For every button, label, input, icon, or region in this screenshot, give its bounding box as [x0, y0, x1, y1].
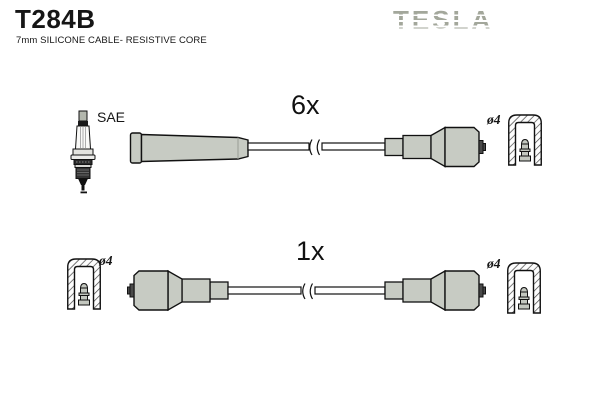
bottom-right-diameter-label: ø4: [487, 256, 501, 271]
bottom-cable-assembly: [67, 258, 541, 314]
top-right-diameter-label: ø4: [487, 112, 501, 127]
cable-break-marks: [302, 283, 314, 300]
boot-cross-section-icon: [67, 258, 101, 310]
left-end-connector: [126, 270, 229, 311]
cable-left-segment: [227, 286, 302, 295]
cable-right-segment: [314, 286, 386, 295]
spark-plug-icon: [70, 110, 96, 194]
boot-cross-section-icon: [507, 262, 541, 314]
boot-cross-section-icon: [508, 114, 542, 166]
bottom-left-diameter-label: ø4: [99, 253, 113, 268]
right-end-connector: [384, 270, 487, 311]
part-number: T284B: [15, 4, 96, 34]
cable-left-segment: [247, 142, 310, 151]
coil-end-connector: [384, 126, 487, 168]
cable-break-marks: [309, 139, 321, 156]
plug-boot-end-cap: [129, 132, 143, 164]
cable-right-segment: [321, 142, 386, 151]
bottom-quantity-label: 1x: [296, 236, 325, 266]
sae-label: SAE: [97, 109, 126, 125]
top-cable-assembly: [129, 114, 542, 168]
plug-boot-barrel: [140, 133, 249, 163]
top-quantity-label: 6x: [291, 90, 320, 120]
subtitle: 7mm SILICONE CABLE- RESISTIVE CORE: [16, 35, 207, 46]
